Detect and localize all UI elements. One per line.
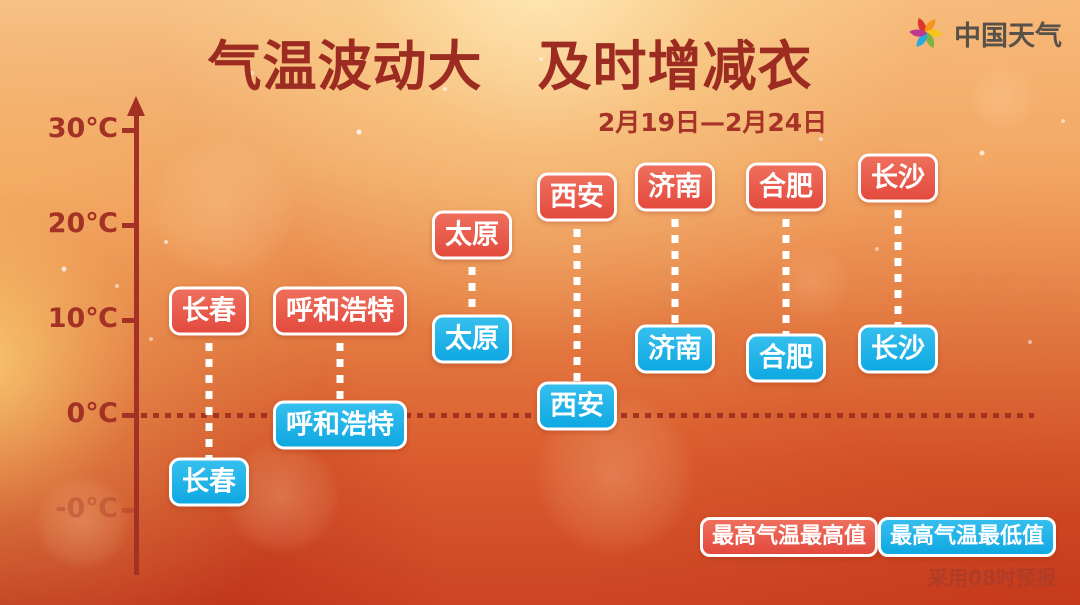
sparkle-dots	[0, 0, 2, 2]
page-title: 气温波动大 及时增减衣	[207, 35, 813, 98]
legend-high-badge: 最高气温最高值	[700, 517, 879, 557]
city-label-low: 太原	[432, 314, 512, 364]
city-label-high: 太原	[432, 210, 512, 259]
city-label-low: 济南	[635, 324, 715, 373]
y-axis-tick	[122, 508, 135, 513]
y-axis-tick	[122, 128, 135, 133]
city-label-high: 济南	[635, 162, 715, 212]
city-connector	[573, 196, 581, 406]
bokeh-glow	[150, 135, 295, 280]
city-label-low: 西安	[537, 381, 617, 430]
city-connector	[336, 310, 344, 425]
city-label-high: 西安	[537, 172, 617, 221]
city-connector	[894, 177, 902, 349]
bokeh-glow	[970, 65, 1035, 130]
brand-logo-text: 中国天气	[954, 20, 1062, 52]
city-label-low: 呼和浩特	[273, 400, 407, 449]
forecast-note: 采用08时预报	[928, 566, 1056, 590]
city-label-high: 呼和浩特	[273, 286, 407, 335]
y-axis-arrow-icon	[127, 96, 145, 116]
date-range: 2月19日—2月24日	[597, 108, 828, 137]
city-label-high: 长沙	[858, 153, 938, 202]
city-label-high: 长春	[169, 286, 249, 335]
city-connector	[671, 187, 679, 349]
city-connector	[205, 310, 213, 482]
city-label-high: 合肥	[746, 162, 826, 212]
y-axis-tick-label: 0℃	[66, 398, 118, 429]
city-connector	[468, 234, 476, 339]
y-axis-tick-label: 20℃	[47, 208, 118, 239]
y-axis-tick-label: -0℃	[55, 493, 118, 524]
city-connector	[782, 187, 790, 358]
legend-low-badge: 最高气温最低值	[878, 517, 1057, 557]
city-label-low: 长沙	[858, 324, 938, 373]
city-label-low: 长春	[169, 457, 249, 506]
y-axis-tick	[122, 413, 135, 418]
y-axis-tick-label: 30℃	[47, 113, 118, 144]
y-axis-line	[134, 110, 139, 575]
city-label-low: 合肥	[746, 333, 826, 383]
y-axis-tick-label: 10℃	[47, 303, 118, 334]
y-axis-tick	[122, 318, 135, 323]
pinwheel-icon	[909, 17, 943, 49]
y-axis-tick	[122, 223, 135, 228]
brand-logo: 中国天气	[905, 12, 1062, 54]
